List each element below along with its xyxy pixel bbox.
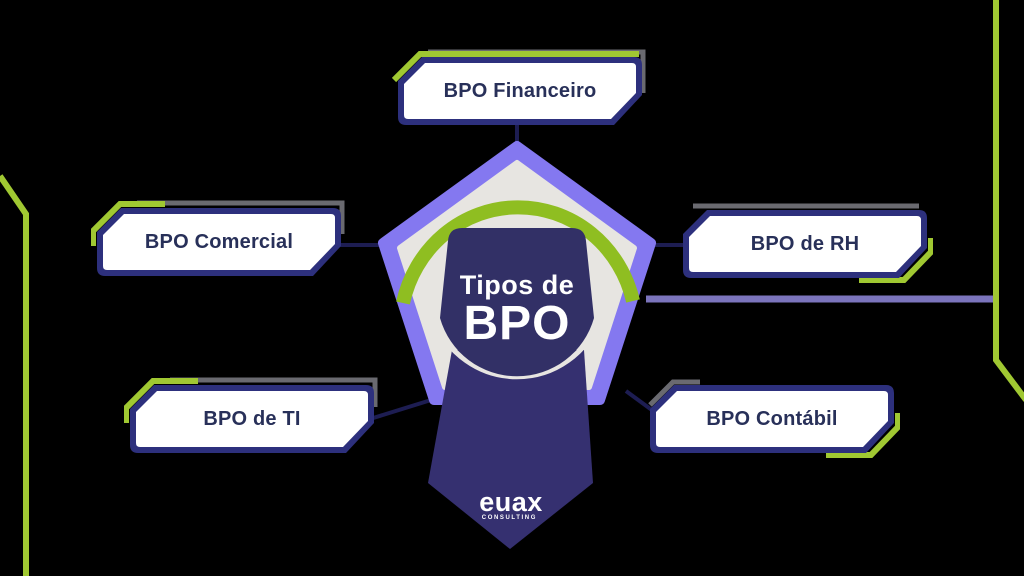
- node-bpo-rh: BPO de RH: [677, 202, 933, 286]
- node-label: BPO Comercial: [144, 230, 294, 253]
- box-fill: [689, 216, 921, 272]
- left-green-line: [0, 174, 29, 576]
- box-fill: [404, 63, 636, 119]
- badge-shape: [440, 228, 594, 377]
- box-fill: [136, 391, 368, 447]
- node-label: BPO Financeiro: [443, 79, 597, 102]
- center-title-line1: Tipos de: [460, 270, 575, 300]
- logo-text: euax: [479, 487, 543, 517]
- logo-subtext: CONSULTING: [482, 515, 537, 521]
- node-label: BPO Contábil: [706, 407, 838, 430]
- node-box-chrome: [648, 379, 900, 458]
- box-fill: [656, 391, 888, 447]
- box-green-accent: [91, 201, 165, 246]
- node-box-chrome: [91, 200, 345, 276]
- box-fill: [103, 214, 335, 270]
- box-green-accent: [859, 238, 933, 283]
- node-bpo-financeiro: BPO Financeiro: [392, 49, 648, 133]
- node-label: BPO de TI: [203, 407, 301, 430]
- right-green-line: [993, 0, 1024, 402]
- box-green-accent: [124, 378, 198, 423]
- node-box-chrome: [683, 203, 933, 283]
- node-bpo-comercial: BPO Comercial: [91, 200, 347, 284]
- node-bpo-ti: BPO de TI: [124, 377, 380, 461]
- box-green-accent: [826, 413, 900, 458]
- node-box-chrome: [392, 49, 646, 125]
- box-green-accent: [392, 51, 639, 83]
- badge-separator-arc: [431, 317, 603, 380]
- pennant-shape: [428, 350, 593, 549]
- center-title-line2: BPO: [463, 297, 570, 350]
- ribbon-arc: [396, 200, 640, 305]
- node-box-chrome: [124, 377, 378, 453]
- node-bpo-contabil: BPO Contábil: [644, 377, 900, 461]
- box-shadow-accent: [170, 377, 378, 407]
- box-shadow-accent: [137, 200, 345, 234]
- box-shadow-accent: [648, 379, 700, 407]
- node-label: BPO de RH: [750, 232, 860, 255]
